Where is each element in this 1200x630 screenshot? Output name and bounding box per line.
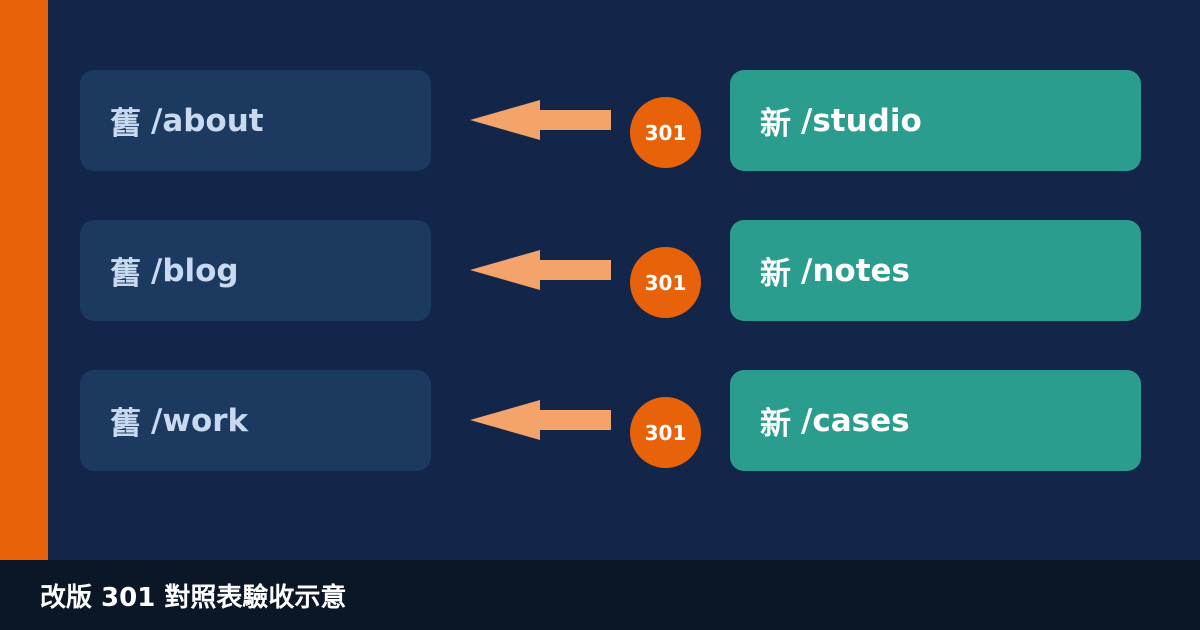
footer-caption-bar: 改版 301 對照表驗收示意 [0, 560, 1200, 630]
status-code-badge: 301 [630, 247, 701, 318]
arrow-left-icon [470, 100, 611, 140]
new-label: 新 [760, 106, 791, 142]
accent-bar [0, 0, 48, 560]
old-label: 舊 [110, 256, 141, 292]
arrow-left-icon [470, 400, 611, 440]
arrow-left-icon [470, 250, 611, 290]
old-label: 舊 [110, 406, 141, 442]
old-path: /work [151, 402, 249, 439]
old-path: /blog [151, 252, 239, 289]
new-url-box: 新 /cases [730, 370, 1141, 471]
old-url-box: 舊 /about [80, 70, 431, 171]
old-url-box: 舊 /blog [80, 220, 431, 321]
footer-caption: 改版 301 對照表驗收示意 [40, 582, 347, 613]
new-url-box: 新 /notes [730, 220, 1141, 321]
new-path: /notes [801, 252, 910, 289]
new-path: /cases [801, 402, 910, 439]
status-code-badge: 301 [630, 97, 701, 168]
redirect-row: 舊 /blog 301 新 /notes [80, 220, 1141, 321]
redirect-diagram: 舊 /about 301 新 /studio 舊 /blog 301 新 /no… [80, 70, 1141, 471]
old-path: /about [151, 102, 264, 139]
new-label: 新 [760, 256, 791, 292]
redirect-row: 舊 /about 301 新 /studio [80, 70, 1141, 171]
status-code-badge: 301 [630, 397, 701, 468]
new-path: /studio [801, 102, 922, 139]
old-label: 舊 [110, 106, 141, 142]
new-label: 新 [760, 406, 791, 442]
new-url-box: 新 /studio [730, 70, 1141, 171]
redirect-row: 舊 /work 301 新 /cases [80, 370, 1141, 471]
old-url-box: 舊 /work [80, 370, 431, 471]
